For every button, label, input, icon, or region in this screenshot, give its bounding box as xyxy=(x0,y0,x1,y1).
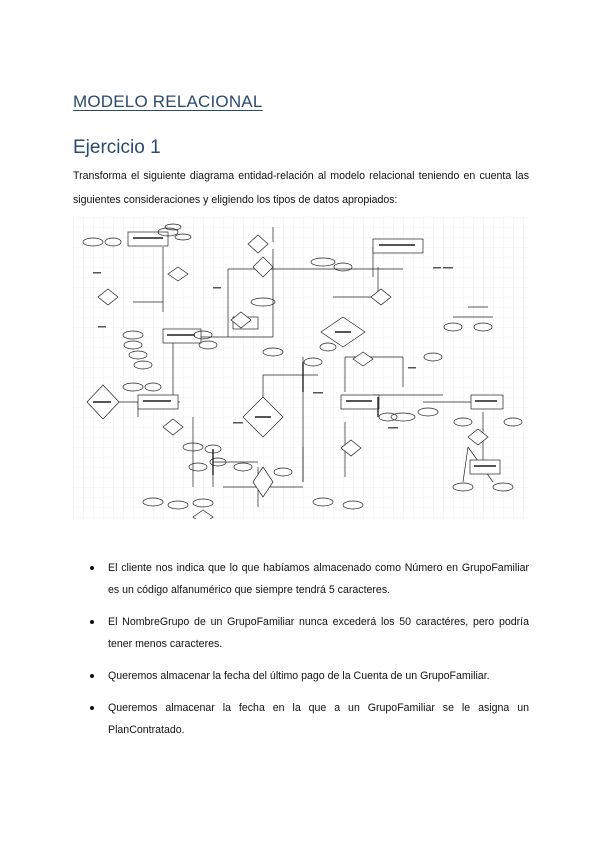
list-item: El cliente nos indica que lo que habíamo… xyxy=(73,557,529,601)
bullet-icon xyxy=(90,620,94,624)
bullet-text: Queremos almacenar la fecha del último p… xyxy=(108,670,490,682)
bullet-icon xyxy=(90,566,94,570)
bullet-text: Queremos almacenar la fecha en la que a … xyxy=(108,702,529,736)
bullet-icon xyxy=(90,674,94,678)
considerations-list: El cliente nos indica que lo que habíamo… xyxy=(73,557,529,751)
bullet-text: El NombreGrupo de un GrupoFamiliar nunca… xyxy=(108,616,529,650)
er-diagram xyxy=(73,217,529,519)
list-item: Queremos almacenar la fecha en la que a … xyxy=(73,697,529,741)
page-heading: MODELO RELACIONAL xyxy=(73,92,263,111)
list-item: El NombreGrupo de un GrupoFamiliar nunca… xyxy=(73,611,529,655)
bullet-icon xyxy=(90,706,94,710)
bullet-text: El cliente nos indica que lo que habíamo… xyxy=(108,562,529,596)
list-item: Queremos almacenar la fecha del último p… xyxy=(73,665,529,687)
exercise-title: Ejercicio 1 xyxy=(73,137,161,158)
intro-paragraph: Transforma el siguiente diagrama entidad… xyxy=(73,170,529,206)
